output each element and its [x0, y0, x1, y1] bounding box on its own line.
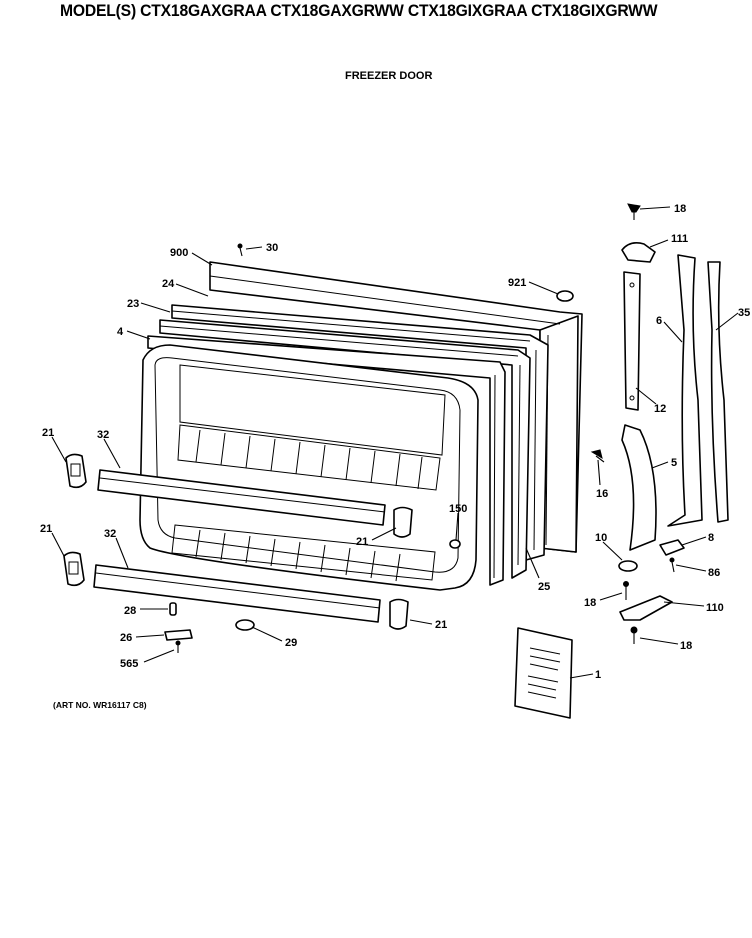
callout-labels: 18 111 30 900 921 24 23 4 6 35 12 21 32 … — [40, 203, 750, 681]
callout-1: 1 — [595, 669, 601, 681]
shelf-ribs-lower — [195, 529, 401, 582]
callout-32-a: 32 — [97, 429, 109, 441]
model-header: MODEL(S) CTX18GAXGRAA CTX18GAXGRWW CTX18… — [60, 2, 658, 21]
hinge-bar-12 — [623, 271, 641, 411]
callout-21-d: 21 — [435, 619, 447, 631]
callout-21-c: 21 — [40, 523, 52, 535]
screw-18-top — [627, 203, 641, 220]
leader-lines — [51, 206, 739, 679]
callout-18-mid: 18 — [584, 597, 596, 609]
callout-21-a: 21 — [42, 427, 54, 439]
plate-26 — [164, 629, 193, 641]
gasket-strip-35 — [707, 261, 729, 523]
door-frame-layers — [147, 304, 549, 586]
shelf-clip-21-upper-right — [393, 506, 413, 538]
diagram-title: FREEZER DOOR — [345, 70, 433, 82]
callout-26: 26 — [120, 632, 132, 644]
callout-900: 900 — [170, 247, 188, 259]
screw-16 — [590, 449, 605, 463]
callout-10: 10 — [595, 532, 607, 544]
shelf-clip-21-upper-left — [65, 453, 87, 489]
model-list: CTX18GAXGRAA CTX18GAXGRWW CTX18GIXGRAA C… — [140, 2, 658, 20]
screw-30 — [237, 243, 243, 257]
callout-30: 30 — [266, 242, 278, 254]
callout-111: 111 — [671, 233, 688, 245]
plug-921 — [556, 290, 574, 302]
callout-12: 12 — [654, 403, 666, 415]
callout-110: 110 — [706, 602, 724, 614]
bracket-8 — [659, 539, 685, 556]
bushing-10 — [618, 560, 638, 572]
hinge-cover-111 — [621, 242, 656, 263]
callout-25: 25 — [538, 581, 550, 593]
callout-21-b: 21 — [356, 536, 368, 548]
callout-5: 5 — [671, 457, 677, 469]
callout-6: 6 — [656, 315, 662, 327]
callout-4: 4 — [117, 326, 124, 338]
callout-8: 8 — [708, 532, 714, 544]
callout-921: 921 — [508, 277, 526, 289]
callout-29: 29 — [285, 637, 297, 649]
callout-16: 16 — [596, 488, 608, 500]
screw-565 — [175, 640, 181, 653]
callout-18-bottom: 18 — [680, 640, 692, 652]
lower-shelf-bar — [93, 564, 381, 623]
shelf-clip-21-lower-right — [389, 598, 409, 630]
callout-565: 565 — [120, 658, 138, 670]
bumper-29 — [235, 619, 255, 631]
screw-18-mid — [623, 581, 629, 600]
shelf-ribs-upper — [195, 429, 423, 490]
art-number: (ART NO. WR16117 C8) — [53, 700, 147, 710]
callout-28: 28 — [124, 605, 136, 617]
upper-shelf-bar — [97, 469, 386, 526]
callout-86: 86 — [708, 567, 720, 579]
callout-150: 150 — [449, 503, 467, 515]
shelf-clip-21-lower-left — [63, 551, 85, 587]
screw-18-bottom — [630, 626, 638, 644]
callout-23: 23 — [127, 298, 139, 310]
door-liner — [139, 344, 479, 591]
stop-150 — [449, 539, 461, 549]
callout-32-b: 32 — [104, 528, 116, 540]
models-label: MODEL(S) — [60, 2, 136, 20]
callout-35: 35 — [738, 307, 750, 319]
instruction-booklet-1 — [514, 627, 573, 719]
screw-86 — [669, 557, 675, 573]
bottom-hinge-110 — [619, 595, 673, 621]
callout-18-top: 18 — [674, 203, 686, 215]
gasket-strip-6 — [667, 254, 703, 527]
pin-28 — [169, 602, 177, 616]
door-handle-5 — [621, 424, 657, 551]
callout-24: 24 — [162, 278, 175, 290]
